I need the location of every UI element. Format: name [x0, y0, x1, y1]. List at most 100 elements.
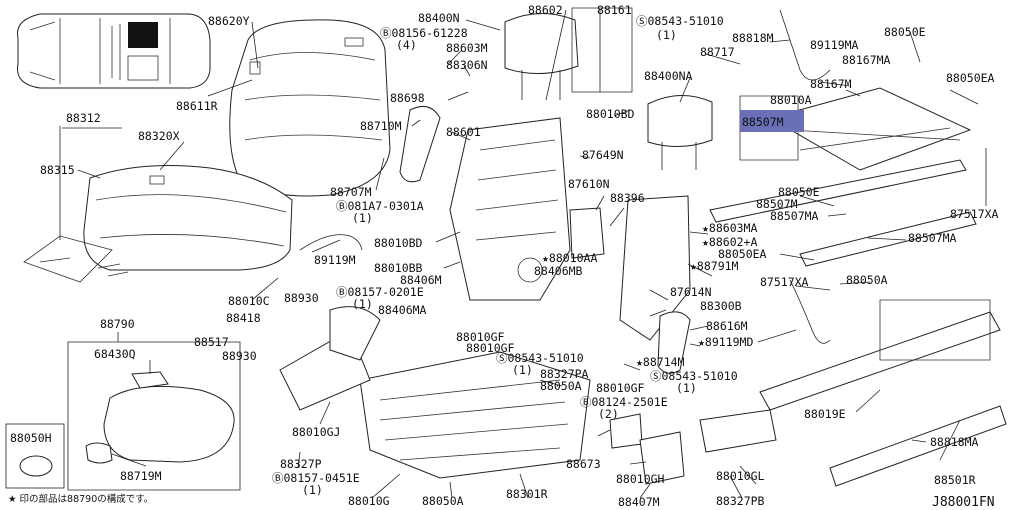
- part-label[interactable]: 88327P: [280, 457, 322, 471]
- part-label[interactable]: Ⓑ08157-0201E: [336, 285, 424, 299]
- part-label[interactable]: 88620Y: [208, 14, 250, 28]
- part-label[interactable]: 87649N: [582, 148, 624, 162]
- part-label[interactable]: 87517XA: [760, 275, 809, 289]
- part-label[interactable]: 88507M: [742, 115, 784, 129]
- part-label[interactable]: ★88602+A: [702, 235, 757, 249]
- part-label[interactable]: 88507MA: [770, 209, 819, 223]
- part-label[interactable]: 88050EA: [946, 71, 995, 85]
- part-label[interactable]: 88010GJ: [292, 425, 340, 439]
- part-label[interactable]: 88050A: [540, 379, 582, 393]
- part-label[interactable]: 88306N: [446, 58, 488, 72]
- part-label[interactable]: 88010GL: [716, 469, 765, 483]
- part-label[interactable]: ★89119MD: [698, 335, 753, 349]
- part-label[interactable]: Ⓢ08543-51010: [636, 14, 724, 28]
- part-label[interactable]: 88698: [390, 91, 425, 105]
- part-label[interactable]: 88406M: [400, 273, 442, 287]
- part-label[interactable]: (2): [598, 407, 619, 421]
- part-label[interactable]: Ⓑ08156-61228: [380, 26, 468, 40]
- part-label[interactable]: 88301R: [506, 487, 548, 501]
- part-label[interactable]: ★88010AA: [542, 251, 597, 265]
- part-label[interactable]: 88167MA: [842, 53, 891, 67]
- part-label[interactable]: 88710M: [360, 119, 402, 133]
- part-label[interactable]: (1): [352, 297, 373, 311]
- part-label[interactable]: 88400NA: [644, 69, 693, 83]
- part-label[interactable]: 88611R: [176, 99, 218, 113]
- part-label[interactable]: 88161: [597, 3, 632, 17]
- seat-location-highlight: [128, 22, 158, 48]
- part-label[interactable]: 88050E: [778, 185, 820, 199]
- part-label[interactable]: 88050H: [10, 431, 52, 445]
- part-label[interactable]: 87614N: [670, 285, 712, 299]
- part-label[interactable]: (1): [676, 381, 697, 395]
- part-label[interactable]: 89119MA: [810, 38, 859, 52]
- part-label[interactable]: 88010GF: [466, 341, 515, 355]
- part-label[interactable]: 88517: [194, 335, 229, 349]
- part-label[interactable]: 88315: [40, 163, 75, 177]
- part-label[interactable]: 88818M: [732, 31, 774, 45]
- part-label[interactable]: 88010BD: [586, 107, 635, 121]
- part-label[interactable]: Ⓑ081A7-0301A: [336, 199, 424, 213]
- part-label[interactable]: 88010G: [348, 494, 390, 508]
- part-label[interactable]: 88930: [284, 291, 319, 305]
- part-label[interactable]: ★88791M: [690, 259, 739, 273]
- part-label[interactable]: Ⓢ08543-51010: [650, 369, 738, 383]
- part-label[interactable]: (1): [302, 483, 323, 497]
- part-label[interactable]: 88010C: [228, 294, 270, 308]
- part-label[interactable]: (1): [352, 211, 373, 225]
- part-label[interactable]: 88790: [100, 317, 135, 331]
- part-label[interactable]: 88406MA: [378, 303, 427, 317]
- part-label[interactable]: ★88603MA: [702, 221, 757, 235]
- part-label[interactable]: 88010BD: [374, 236, 423, 250]
- part-label[interactable]: Ⓑ08124-2501E: [580, 395, 668, 409]
- part-label[interactable]: 88312: [66, 111, 101, 125]
- part-label[interactable]: 88167M: [810, 77, 852, 91]
- part-label[interactable]: ★88714M: [636, 355, 685, 369]
- part-label[interactable]: 88010GF: [456, 330, 505, 344]
- part-label[interactable]: 88406MB: [534, 264, 583, 278]
- part-label[interactable]: 88050E: [884, 25, 926, 39]
- part-label[interactable]: 88050A: [846, 273, 888, 287]
- part-label[interactable]: 88603M: [446, 41, 488, 55]
- part-label[interactable]: 88320X: [138, 129, 180, 143]
- part-label[interactable]: 87517XA: [950, 207, 999, 221]
- seat-cushion-frame: [359, 351, 591, 479]
- part-label[interactable]: 88407M: [618, 495, 660, 509]
- part-label[interactable]: 88616M: [706, 319, 748, 333]
- part-label[interactable]: 89119M: [314, 253, 356, 267]
- part-label[interactable]: 88418: [226, 311, 261, 325]
- part-label[interactable]: (1): [512, 363, 533, 377]
- part-label[interactable]: 88400N: [418, 11, 460, 25]
- part-label[interactable]: 88507MA: [908, 231, 957, 245]
- part-label[interactable]: 88396: [610, 191, 645, 205]
- part-label[interactable]: (4): [396, 38, 417, 52]
- part-label[interactable]: 88327PA: [540, 367, 589, 381]
- seat-cushion: [83, 165, 293, 271]
- part-label[interactable]: 88673: [566, 457, 601, 471]
- part-label[interactable]: 88010A: [770, 93, 812, 107]
- part-label[interactable]: 88507M: [756, 197, 798, 211]
- part-label[interactable]: 68430Q: [94, 347, 136, 361]
- part-label[interactable]: 88019E: [804, 407, 846, 421]
- part-label[interactable]: 88601: [446, 125, 481, 139]
- wire-harness-top: [779, 9, 831, 81]
- drawing-code: J88001FN: [932, 495, 995, 510]
- part-label[interactable]: 88707M: [330, 185, 372, 199]
- part-label[interactable]: Ⓢ08543-51010: [496, 351, 584, 365]
- part-label[interactable]: 88719M: [120, 469, 162, 483]
- part-label[interactable]: 88327PB: [716, 494, 765, 508]
- part-label[interactable]: 88300B: [700, 299, 742, 313]
- part-label[interactable]: 88050A: [422, 494, 464, 508]
- part-label[interactable]: 88010GF: [596, 381, 645, 395]
- part-label[interactable]: 88501R: [934, 473, 976, 487]
- part-label[interactable]: 88717: [700, 45, 735, 59]
- part-label[interactable]: 88818MA: [930, 435, 979, 449]
- part-label[interactable]: 88010GH: [616, 472, 665, 486]
- part-label[interactable]: 88010BB: [374, 261, 423, 275]
- part-label[interactable]: 88050EA: [718, 247, 767, 261]
- part-label[interactable]: Ⓑ08157-0451E: [272, 471, 360, 485]
- part-label[interactable]: 87610N: [568, 177, 610, 191]
- part-label[interactable]: 88602: [528, 3, 563, 17]
- part-label[interactable]: 88930: [222, 349, 257, 363]
- part-label[interactable]: (1): [656, 28, 677, 42]
